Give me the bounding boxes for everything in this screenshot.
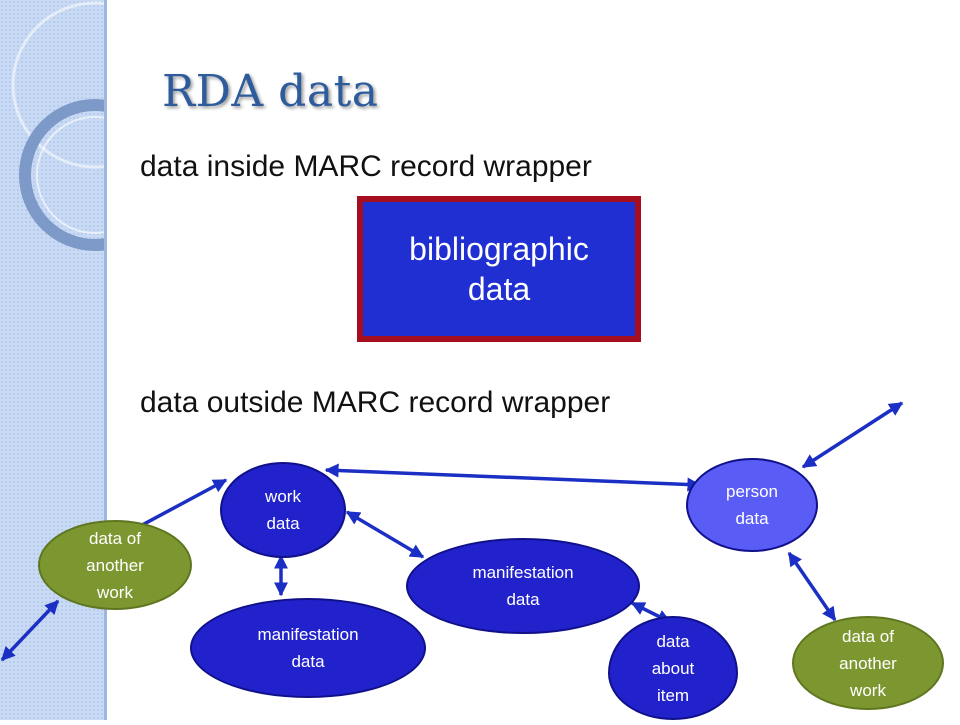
another-work-left-line3: work bbox=[97, 582, 133, 602]
arrow-work-to-person bbox=[324, 463, 702, 492]
another-work-right-line2: another bbox=[839, 653, 897, 673]
side-band-edge bbox=[104, 0, 107, 720]
work-node-line1: work bbox=[265, 487, 301, 506]
person-data-node: person data bbox=[686, 458, 818, 552]
another-work-left-line1: data of bbox=[89, 528, 141, 548]
work-node-line2: data bbox=[266, 514, 300, 533]
item-node-line2: about bbox=[651, 658, 695, 678]
manifestation-data-node-center: manifestation data bbox=[406, 538, 640, 634]
manifestation-data-node-bottom: manifestation data bbox=[190, 598, 426, 698]
bibliographic-data-box: bibliographic data bbox=[357, 196, 641, 342]
manifestation-bottom-line1: manifestation bbox=[257, 625, 359, 644]
arrow-person-offpage bbox=[801, 401, 904, 469]
work-data-node: work data bbox=[220, 462, 346, 558]
another-work-left-line2: another bbox=[86, 555, 144, 575]
person-node-line2: data bbox=[735, 509, 769, 528]
another-work-node-left: data of another work bbox=[38, 520, 192, 610]
item-node-line3: item bbox=[656, 685, 690, 705]
another-work-node-right: data of another work bbox=[792, 616, 944, 710]
slide-title: RDA data bbox=[162, 66, 379, 117]
inside-marc-heading: data inside MARC record wrapper bbox=[140, 150, 592, 183]
manifestation-bottom-line2: data bbox=[291, 652, 325, 671]
another-work-right-line3: work bbox=[850, 680, 886, 700]
person-node-line1: person bbox=[726, 482, 778, 501]
another-work-right-line1: data of bbox=[842, 626, 894, 646]
manifestation-center-line1: manifestation bbox=[472, 563, 574, 582]
outside-marc-heading: data outside MARC record wrapper bbox=[140, 386, 611, 419]
bibliographic-box-line1: bibliographic bbox=[409, 231, 589, 267]
item-data-node: data about item bbox=[608, 616, 738, 720]
arrow-another-work-offpage bbox=[0, 599, 60, 662]
arrow-person-to-another-work bbox=[787, 551, 837, 622]
arrow-work-to-manifestation bbox=[345, 510, 425, 559]
item-node-line1: data bbox=[656, 631, 690, 651]
manifestation-center-line2: data bbox=[506, 590, 540, 609]
bibliographic-box-line2: data bbox=[467, 271, 531, 307]
